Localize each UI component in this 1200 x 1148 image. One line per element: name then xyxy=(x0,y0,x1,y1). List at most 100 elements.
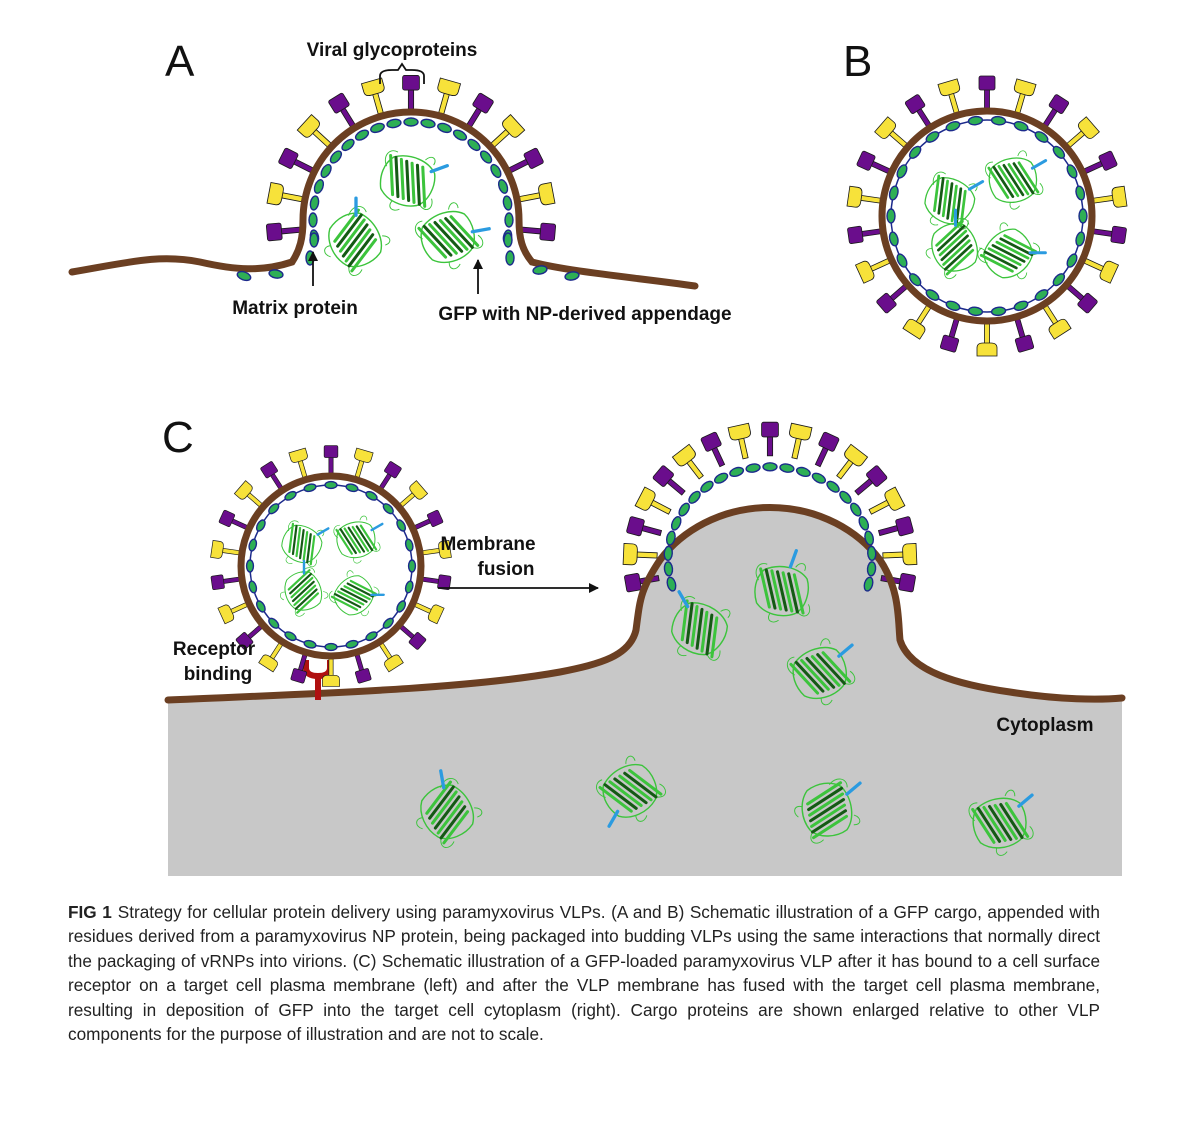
matrix-protein xyxy=(268,503,280,515)
matrix-protein xyxy=(505,250,515,266)
matrix-protein xyxy=(1066,253,1078,268)
panel-c: C Membrane fusion Receptor binding Cytop… xyxy=(162,413,1126,876)
glycoprotein-purple xyxy=(218,509,248,530)
glycoprotein-purple xyxy=(854,465,888,496)
glycoprotein-yellow xyxy=(258,642,283,673)
matrix-protein xyxy=(420,118,436,129)
matrix-protein xyxy=(268,269,284,279)
matrix-protein xyxy=(404,580,414,594)
glycoprotein-purple xyxy=(323,445,339,474)
glycoprotein-purple xyxy=(978,75,996,109)
gfp-protein xyxy=(925,208,986,280)
np-appendage xyxy=(967,180,985,191)
matrix-protein xyxy=(532,265,548,275)
fused-matrix-layer xyxy=(663,462,877,592)
matrix-protein xyxy=(504,212,514,228)
matrix-protein xyxy=(826,480,840,493)
matrix-protein xyxy=(1052,273,1066,287)
matrix-protein xyxy=(858,515,870,531)
glycoprotein-yellow xyxy=(360,77,385,115)
np-appendage xyxy=(837,643,854,658)
matrix-protein xyxy=(945,300,961,311)
glycoprotein-purple xyxy=(278,147,314,174)
matrix-protein xyxy=(967,306,984,317)
glycoprotein-purple xyxy=(939,318,960,353)
glycoprotein-yellow xyxy=(296,113,332,148)
matrix-protein xyxy=(365,631,378,642)
matrix-protein xyxy=(1075,231,1086,247)
glycoprotein-yellow xyxy=(937,78,961,114)
gfp-protein xyxy=(754,549,811,623)
glycoprotein-yellow xyxy=(266,182,303,206)
glycoprotein-yellow xyxy=(379,642,404,673)
figure-illustration: A Viral glycoproteins Matrix protein GFP… xyxy=(68,37,1128,876)
matrix-protein xyxy=(490,163,502,179)
matrix-protein xyxy=(255,519,266,532)
panel-b: B xyxy=(843,37,1128,357)
matrix-protein xyxy=(403,117,419,127)
glycoprotein-yellow xyxy=(288,447,308,478)
gfp-protein xyxy=(985,150,1048,210)
np-appendage xyxy=(370,522,384,532)
glycoprotein-purple xyxy=(877,516,914,537)
matrix-protein xyxy=(268,617,280,629)
vlp-membrane xyxy=(237,472,425,660)
matrix-protein xyxy=(896,164,908,179)
matrix-protein xyxy=(341,138,355,152)
matrix-protein xyxy=(1034,131,1049,143)
glycoprotein-yellow xyxy=(634,486,672,515)
glycoprotein-yellow xyxy=(322,658,340,687)
matrix-protein xyxy=(908,145,922,159)
np-appendage xyxy=(316,527,330,536)
bound-vlp xyxy=(210,445,452,687)
matrix-protein xyxy=(762,462,778,472)
glycoprotein-purple xyxy=(210,574,240,591)
np-appendage xyxy=(302,559,306,575)
matrix-protein xyxy=(564,271,580,281)
matrix-protein xyxy=(888,185,899,201)
matrix-protein xyxy=(284,490,297,501)
matrix-protein xyxy=(863,576,874,592)
glycoprotein-purple xyxy=(290,654,308,684)
cell-membrane xyxy=(68,108,699,290)
target-cell-membrane xyxy=(164,504,1126,704)
gfp-protein xyxy=(786,638,856,706)
matrix-protein xyxy=(1034,289,1049,301)
matrix-protein xyxy=(467,138,481,152)
vlp-particle xyxy=(846,75,1128,357)
np-appendage xyxy=(954,208,957,227)
glycoprotein-purple xyxy=(652,465,686,496)
gfp-protein xyxy=(324,196,391,276)
matrix-protein xyxy=(386,118,402,129)
matrix-protein xyxy=(245,559,255,573)
glycoprotein-yellow xyxy=(727,422,751,460)
matrix-protein xyxy=(309,232,319,248)
gfp-protein xyxy=(281,520,330,568)
glycoprotein-layer xyxy=(265,74,557,242)
matrix-protein xyxy=(729,466,745,478)
matrix-protein xyxy=(1066,164,1078,179)
glycoprotein-yellow xyxy=(354,447,374,478)
np-appendage xyxy=(845,781,862,796)
gfp-protein xyxy=(670,590,731,661)
glycoprotein-yellow xyxy=(490,113,526,148)
glycoprotein-purple xyxy=(466,92,494,128)
label-membrane: Membrane xyxy=(440,534,535,555)
matrix-protein xyxy=(990,306,1007,317)
glycoprotein-yellow xyxy=(437,77,462,115)
matrix-protein xyxy=(370,122,385,134)
label-fusion: fusion xyxy=(478,559,535,580)
matrix-protein xyxy=(248,580,258,594)
matrix-protein xyxy=(745,463,761,473)
glycoprotein-yellow xyxy=(882,543,918,566)
glycoprotein-yellow xyxy=(1083,258,1120,284)
matrix-protein xyxy=(1013,300,1029,311)
matrix-protein xyxy=(404,538,414,552)
glycoprotein-purple xyxy=(904,94,932,128)
panel-c-letter: C xyxy=(162,413,194,462)
glycoprotein-yellow xyxy=(399,480,429,508)
label-cytoplasm: Cytoplasm xyxy=(996,715,1093,736)
matrix-protein xyxy=(1052,145,1066,159)
label-viral-glycoproteins: Viral glycoproteins xyxy=(307,40,478,61)
matrix-protein xyxy=(888,231,899,247)
